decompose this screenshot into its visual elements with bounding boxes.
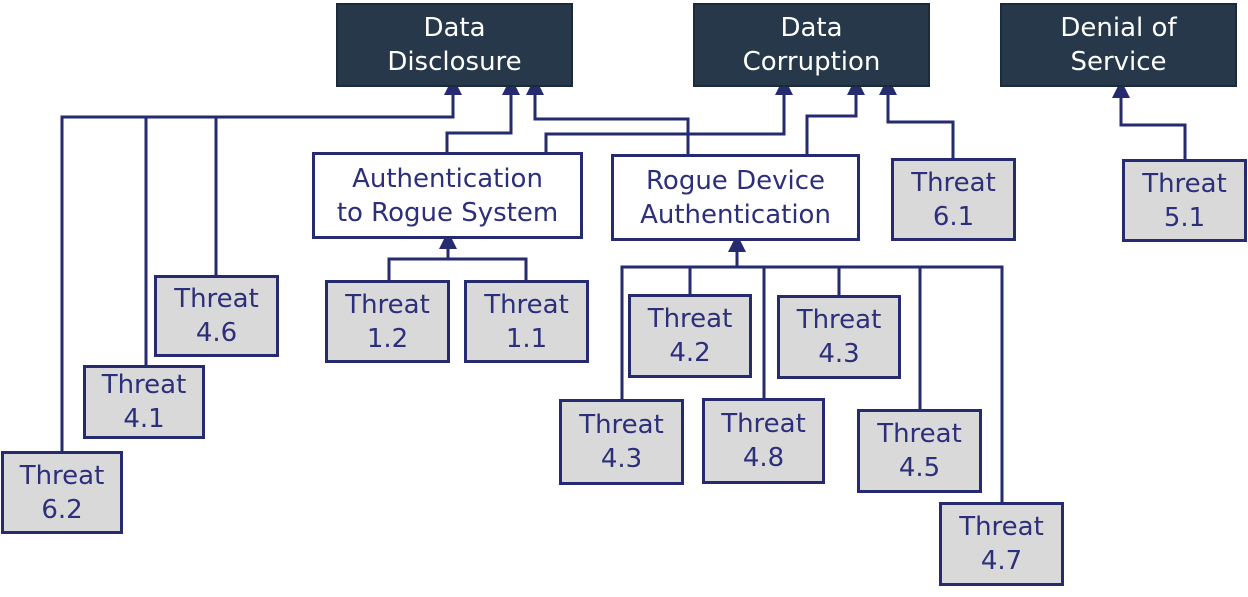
connector-auth-rogue-system-to-data-disclosure [445, 77, 520, 153]
threat-label: Threat [579, 410, 664, 440]
threat-id: 4.6 [195, 318, 238, 348]
goal-data-disclosure: Data Disclosure [336, 3, 573, 87]
subgoal-authentication-to-rogue-system: Authentication to Rogue System [312, 152, 583, 239]
threat-4-8: Threat 4.8 [702, 398, 825, 484]
threat-4-7: Threat 4.7 [939, 502, 1064, 586]
threat-label: Threat [647, 304, 733, 334]
threat-id: 1.2 [366, 323, 409, 354]
connector-threat-6-1-to-data-corruption [879, 77, 955, 159]
subgoal-rogue-device-auth-line2: Authentication [640, 199, 831, 230]
threat-id: 4.5 [898, 453, 941, 483]
connector-threat-6-2-to-data-disclosure [60, 77, 462, 452]
subgoal-rogue-device-auth-line1: Rogue Device [646, 165, 825, 196]
goal-data-disclosure-line1: Data [423, 13, 486, 43]
goal-data-corruption: Data Corruption [693, 3, 930, 87]
threat-label: Threat [796, 305, 882, 335]
threat-id: 1.1 [505, 323, 548, 354]
threat-1-1: Threat 1.1 [464, 280, 589, 363]
threat-id: 4.3 [600, 444, 643, 474]
connector-rogue-device-to-data-disclosure [526, 77, 690, 155]
threat-1-2: Threat 1.2 [325, 280, 450, 363]
threat-label: Threat [101, 370, 187, 400]
threat-4-2: Threat 4.2 [628, 294, 752, 378]
threat-id: 5.1 [1163, 202, 1206, 233]
subgoal-rogue-device-authentication: Rogue Device Authentication [611, 154, 860, 241]
threat-id: 4.1 [123, 404, 165, 434]
threat-id: 4.7 [980, 546, 1023, 576]
connector-threat-5-1-to-denial-of-service [1112, 80, 1187, 160]
threat-4-1: Threat 4.1 [83, 365, 205, 439]
goal-data-corruption-line2: Corruption [742, 47, 881, 77]
threat-label: Threat [911, 167, 996, 198]
threat-label: Threat [345, 289, 430, 320]
threat-4-6: Threat 4.6 [154, 275, 279, 357]
connector-threats-4-x-bus [620, 265, 1004, 503]
threat-5-1: Threat 5.1 [1122, 159, 1247, 242]
threat-label: Threat [1142, 168, 1227, 199]
threat-label: Threat [484, 289, 569, 320]
threat-label: Threat [959, 512, 1044, 542]
threat-label: Threat [19, 460, 105, 491]
threat-label: Threat [721, 409, 806, 439]
threat-id: 6.2 [41, 494, 83, 525]
threat-label: Threat [877, 419, 962, 449]
threat-id: 6.1 [932, 201, 975, 232]
threat-4-3-upper: Threat 4.3 [777, 295, 901, 379]
goal-denial-of-service-line2: Service [1070, 47, 1167, 77]
connector-rogue-device-to-data-corruption [805, 77, 865, 155]
subgoal-auth-rogue-system-line2: to Rogue System [336, 197, 559, 228]
threat-id: 4.3 [818, 339, 860, 369]
threat-4-3-lower: Threat 4.3 [559, 399, 684, 485]
threat-label: Threat [174, 284, 259, 314]
goal-data-disclosure-line2: Disclosure [387, 47, 522, 77]
goal-denial-of-service: Denial of Service [1000, 3, 1237, 87]
goal-denial-of-service-line1: Denial of [1060, 13, 1177, 43]
threat-6-1: Threat 6.1 [891, 158, 1016, 241]
threat-id: 4.2 [669, 338, 711, 368]
threat-id: 4.8 [742, 443, 785, 473]
threat-6-2: Threat 6.2 [1, 451, 123, 534]
threat-4-5: Threat 4.5 [857, 409, 982, 493]
subgoal-auth-rogue-system-line1: Authentication [352, 163, 543, 194]
connector-auth-rogue-system-to-data-corruption [544, 77, 793, 153]
goal-data-corruption-line1: Data [780, 13, 843, 43]
connector-threat-1-2-to-auth-rogue-system [387, 257, 528, 281]
